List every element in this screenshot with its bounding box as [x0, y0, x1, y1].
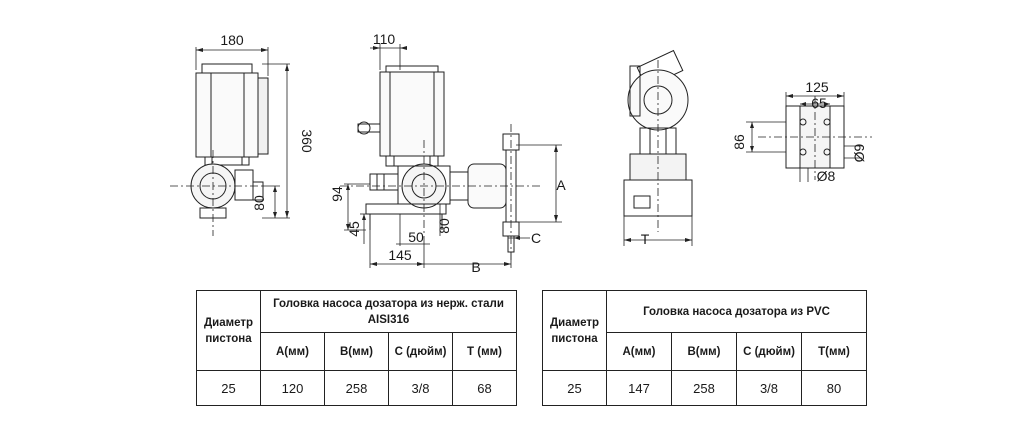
cell-A: 120 [260, 370, 325, 406]
header-col-T: T (мм) [452, 332, 517, 371]
header-col-A: A(мм) [260, 332, 325, 371]
flange-detail: 125 65 86 Ø9 Ø8 [731, 79, 872, 184]
dim-C-label: C [531, 230, 541, 246]
cell-B: 258 [324, 370, 389, 406]
dim-94-label: 94 [329, 186, 345, 202]
cell-diameter: 25 [542, 370, 607, 406]
header-col-C: C (дюйм) [388, 332, 453, 371]
cell-diameter: 25 [196, 370, 261, 406]
dim-360-label: 360 [299, 129, 315, 153]
dim-80-side-label: 80 [251, 195, 267, 211]
dim-110-label: 110 [373, 31, 396, 47]
cell-A: 147 [606, 370, 672, 406]
side-view: 180 360 80 [170, 32, 315, 236]
rear-view: T [623, 49, 693, 247]
header-head-title: Головка насоса дозатора из нерж. стали A… [260, 290, 517, 333]
cell-C: 3/8 [736, 370, 802, 406]
dim-A-label: A [556, 177, 566, 193]
dim-80-front-label: 80 [436, 218, 452, 234]
dim-180-label: 180 [220, 32, 244, 48]
table-row: 25 120 258 3/8 68 [196, 370, 517, 406]
dim-B-label: B [471, 259, 480, 275]
dim-d8-label: Ø8 [817, 168, 836, 184]
front-view: 110 A 94 45 50 80 145 B C [329, 31, 566, 275]
dim-86-label: 86 [731, 134, 747, 150]
cell-C: 3/8 [388, 370, 453, 406]
cell-B: 258 [671, 370, 737, 406]
dim-T-label: T [641, 231, 650, 247]
dim-145-label: 145 [388, 247, 412, 263]
cell-T: 68 [452, 370, 517, 406]
header-col-B: B(мм) [671, 332, 737, 371]
dim-50-label: 50 [408, 229, 424, 245]
dim-d9-label: Ø9 [851, 143, 867, 162]
header-piston-diameter: Диаметр пистона [196, 290, 261, 371]
dim-125-label: 125 [805, 79, 829, 95]
header-col-C: C (дюйм) [736, 332, 802, 371]
header-col-A: A(мм) [606, 332, 672, 371]
dim-65-label: 65 [811, 95, 827, 111]
table-row: 25 147 258 3/8 80 [542, 370, 868, 406]
spec-table-stainless: Диаметр пистона Головка насоса дозатора … [196, 290, 517, 406]
cell-T: 80 [800, 370, 868, 406]
header-head-title: Головка насоса дозатора из PVC [605, 290, 868, 333]
header-col-B: B(мм) [324, 332, 389, 371]
header-col-T: T(мм) [800, 332, 868, 371]
spec-table-pvc: Диаметр пистона Головка насоса дозатора … [542, 290, 868, 406]
header-piston-diameter: Диаметр пистона [542, 290, 607, 371]
dim-45-label: 45 [346, 221, 362, 237]
